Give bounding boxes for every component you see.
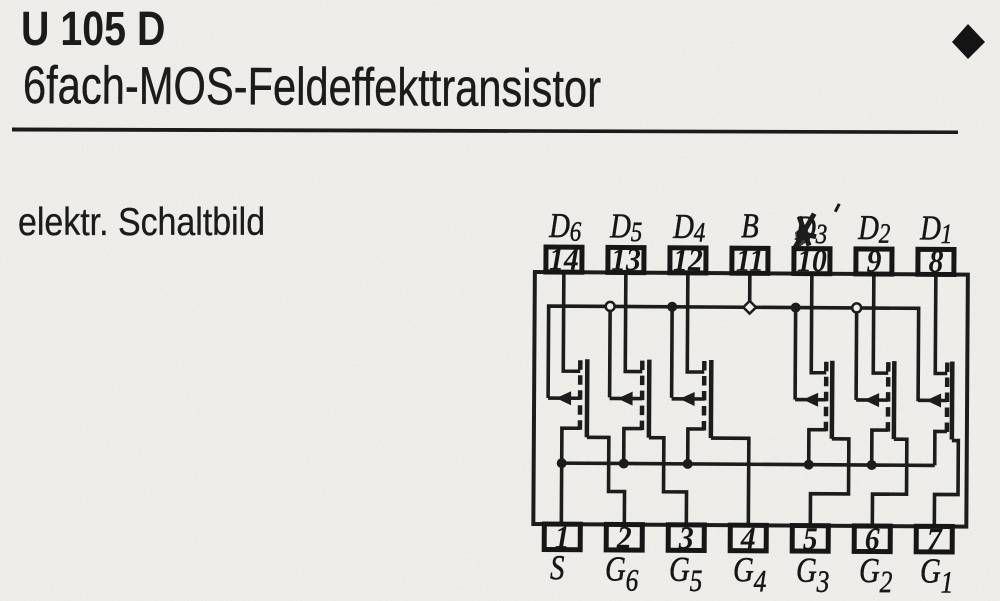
svg-text:D5: D5 <box>609 206 643 248</box>
svg-text:D1: D1 <box>919 208 952 250</box>
svg-text:11: 11 <box>736 242 764 278</box>
svg-text:G5: G5 <box>669 549 703 599</box>
svg-text:G4: G4 <box>733 549 767 599</box>
svg-text:D4: D4 <box>672 206 706 248</box>
svg-text:G6: G6 <box>605 549 639 599</box>
svg-text:S: S <box>550 547 565 586</box>
svg-text:D6: D6 <box>548 205 582 247</box>
svg-text:G2: G2 <box>859 550 893 600</box>
svg-text:B: B <box>741 206 759 245</box>
svg-text:G1: G1 <box>920 551 954 601</box>
svg-text:G3: G3 <box>796 550 830 600</box>
svg-text:D2: D2 <box>857 207 891 249</box>
